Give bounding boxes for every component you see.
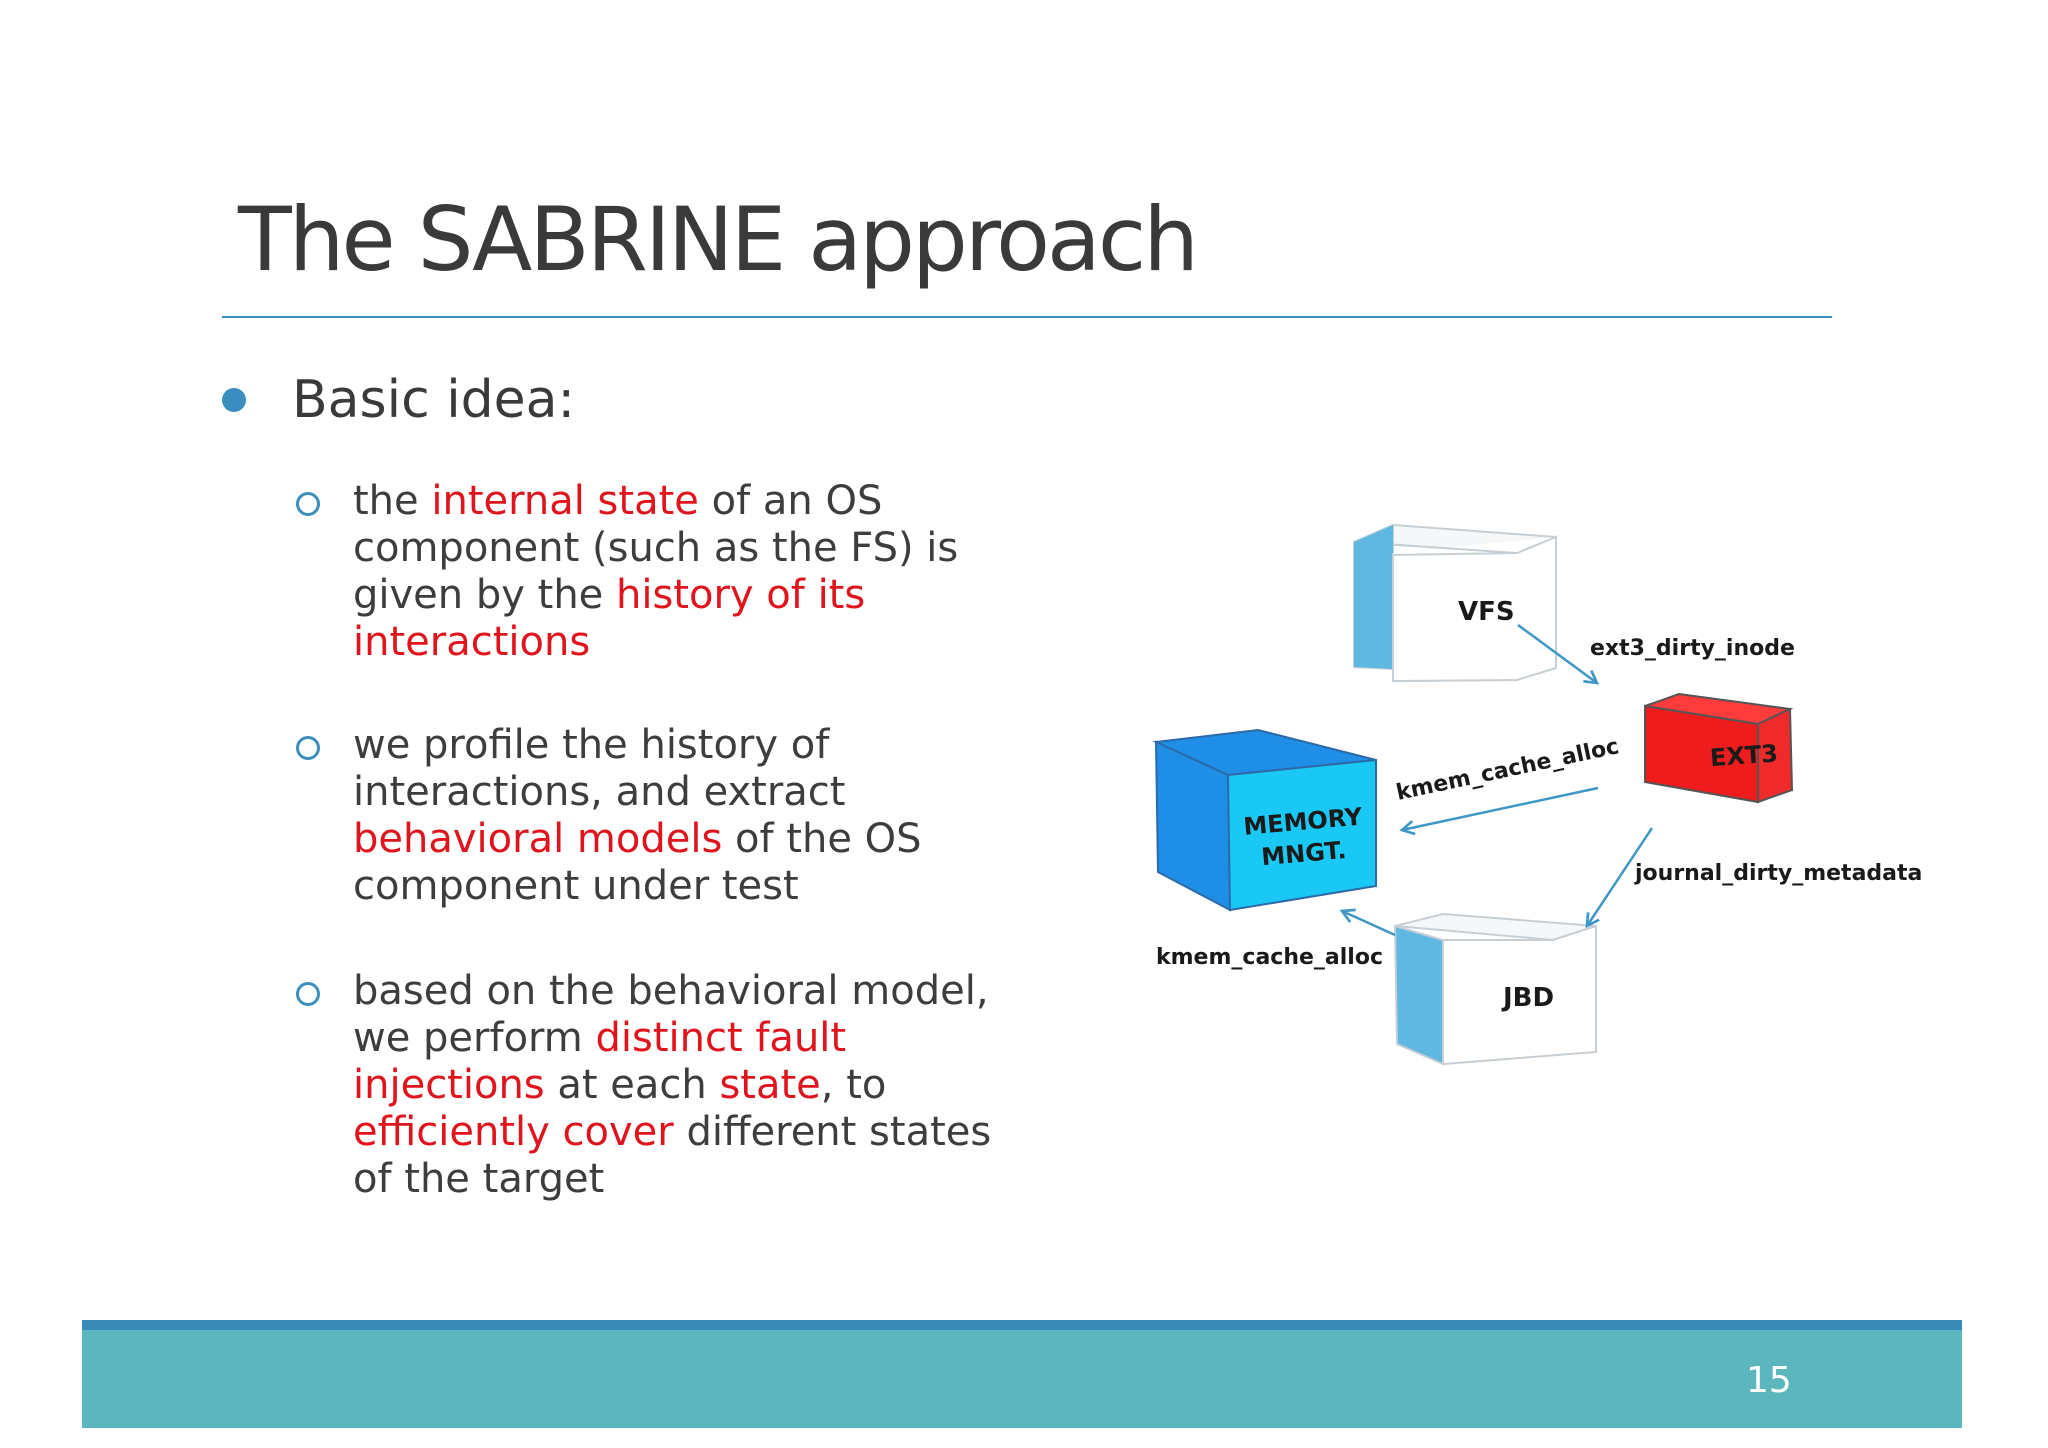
hollow-bullet-icon bbox=[296, 982, 320, 1006]
text-segment: component (such as the FS) is bbox=[353, 525, 959, 571]
text-segment: of an OS bbox=[698, 478, 883, 524]
highlighted-phrase: history of its bbox=[616, 572, 866, 618]
text-segment: based on the behavioral model, bbox=[353, 968, 989, 1014]
arrow-vfs-to-ext3 bbox=[1517, 623, 1597, 683]
text-segment: we profile the history of bbox=[353, 722, 830, 768]
text-segment: , to bbox=[820, 1062, 887, 1108]
vfs-box: VFS bbox=[1353, 523, 1557, 683]
ext3-label: EXT3 bbox=[1709, 739, 1779, 772]
highlighted-phrase: state bbox=[719, 1062, 821, 1108]
text-line: we perform distinct fault bbox=[353, 1015, 991, 1062]
highlighted-phrase: efficiently cover bbox=[353, 1109, 674, 1155]
hollow-bullet-icon bbox=[296, 736, 320, 760]
text-segment: the bbox=[353, 478, 432, 524]
text-line: component under test bbox=[353, 863, 922, 910]
text-line: interactions bbox=[353, 619, 958, 666]
text-segment: interactions, and extract bbox=[353, 769, 846, 815]
text-segment: of the target bbox=[353, 1156, 605, 1202]
edge-label-ext3-dirty-inode: ext3_dirty_inode bbox=[1590, 636, 1795, 661]
text-line: efficiently cover different states bbox=[353, 1109, 991, 1156]
text-segment: given by the bbox=[353, 572, 616, 618]
bullet-dot-icon bbox=[222, 388, 246, 412]
edge-label-kmem-cache-alloc-ext3: kmem_cache_alloc bbox=[1394, 734, 1621, 806]
text-segment: component under test bbox=[353, 863, 799, 909]
memory-management-box: MEMORY MNGT. bbox=[1152, 728, 1377, 912]
vfs-label: VFS bbox=[1458, 597, 1515, 627]
jbd-box: JBD bbox=[1393, 912, 1597, 1066]
highlighted-phrase: interactions bbox=[353, 619, 591, 665]
edge-label-kmem-cache-alloc-jbd: kmem_cache_alloc bbox=[1156, 945, 1383, 970]
text-line: injections at each state, to bbox=[353, 1062, 991, 1109]
title-divider bbox=[222, 316, 1832, 318]
highlighted-phrase: injections bbox=[353, 1062, 545, 1108]
hollow-bullet-icon bbox=[296, 492, 320, 516]
text-line: component (such as the FS) is bbox=[353, 525, 958, 572]
arrow-ext3-to-jbd bbox=[1587, 827, 1654, 926]
footer-band bbox=[82, 1330, 1962, 1428]
page-number: 15 bbox=[1746, 1360, 1792, 1401]
slide-title: The SABRINE approach bbox=[238, 188, 1199, 291]
text-line: interactions, and extract bbox=[353, 769, 922, 816]
arrow-ext3-to-memory bbox=[1402, 786, 1599, 830]
arrow-jbd-to-memory bbox=[1342, 911, 1396, 937]
bullet-basic-idea: Basic idea: bbox=[222, 370, 575, 430]
text-segment: different states bbox=[673, 1109, 992, 1155]
highlighted-phrase: internal state bbox=[431, 478, 699, 524]
text-line: we profile the history of bbox=[353, 722, 922, 769]
text-line: behavioral models of the OS bbox=[353, 816, 922, 863]
highlighted-phrase: distinct fault bbox=[595, 1015, 847, 1061]
text-line: based on the behavioral model, bbox=[353, 968, 991, 1015]
highlighted-phrase: behavioral models bbox=[353, 816, 723, 862]
jbd-label: JBD bbox=[1501, 983, 1554, 1013]
ext3-box: EXT3 bbox=[1644, 692, 1794, 804]
text-segment: we perform bbox=[353, 1015, 596, 1061]
edge-label-journal-dirty-metadata: journal_dirty_metadata bbox=[1634, 861, 1922, 886]
footer-accent-strip bbox=[82, 1320, 1962, 1330]
sub-bullet-3: based on the behavioral model,we perform… bbox=[296, 968, 991, 1203]
text-line: the internal state of an OS bbox=[353, 478, 958, 525]
sub-bullet-text: based on the behavioral model,we perform… bbox=[353, 968, 991, 1203]
bullet-label: Basic idea: bbox=[292, 370, 576, 430]
text-segment: of the OS bbox=[722, 816, 922, 862]
text-line: given by the history of its bbox=[353, 572, 958, 619]
text-segment: at each bbox=[544, 1062, 720, 1108]
text-line: of the target bbox=[353, 1156, 991, 1203]
